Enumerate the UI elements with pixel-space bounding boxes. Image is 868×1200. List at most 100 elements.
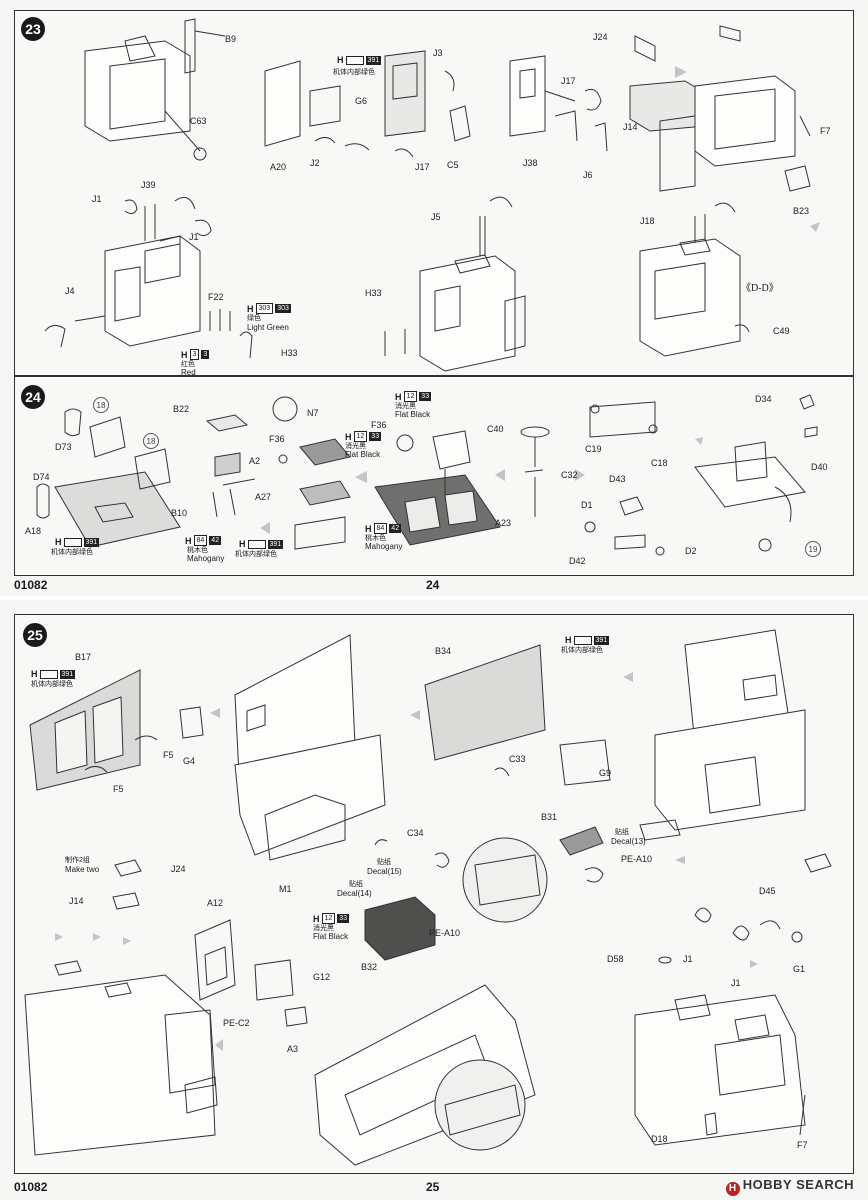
decal-14-cn: 贴纸 — [349, 881, 363, 888]
part-label-j1-b: J1 — [731, 978, 741, 988]
part-label-d42: D42 — [569, 556, 586, 566]
paint-note-mahogany-1-en: Mahogany — [187, 554, 225, 563]
step-24-panel: 24 — [14, 376, 854, 576]
part-label-f36-a: F36 — [371, 420, 387, 430]
part-label-b32: B32 — [361, 962, 378, 972]
paint-note-green-cn: 绿色 — [247, 315, 261, 322]
part-label-m1: M1 — [279, 884, 292, 894]
part-label-b22: B22 — [173, 404, 190, 414]
part-label-g4: G4 — [183, 756, 196, 766]
paint-note-green-en: Light Green — [247, 323, 289, 332]
ref-circle-19: 19 — [805, 541, 821, 557]
paint-note-flat-black-2-en: Flat Black — [395, 410, 431, 419]
part-label-j14: J14 — [69, 896, 84, 906]
part-label-j17-a: J17 — [415, 162, 430, 172]
part-label-h33-b: H33 — [365, 288, 382, 298]
decal-13-en: Decal(13) — [611, 837, 646, 846]
page-number-24: 24 — [426, 578, 440, 592]
step-number-23: 23 — [21, 17, 45, 41]
part-label-d73: D73 — [55, 442, 72, 452]
part-label-j18: J18 — [640, 216, 655, 226]
part-label-b10: B10 — [171, 508, 188, 518]
part-label-f36-b: F36 — [269, 434, 285, 444]
part-label-a18: A18 — [25, 526, 42, 536]
decal-14-en: Decal(14) — [337, 889, 372, 898]
part-label-pe-a10-a: PE-A10 — [621, 854, 653, 864]
paint-note-g6: 机体内部绿色 — [333, 69, 375, 76]
paint-note-mahogany-2-en: Mahogany — [365, 542, 403, 551]
step-25-drawings — [24, 629, 832, 1166]
paint-note-mahogany-2-cn: 桃木色 — [365, 535, 386, 542]
part-label-b17: B17 — [75, 652, 92, 662]
part-label-a3: A3 — [287, 1044, 299, 1054]
part-label-j1-a: J1 — [683, 954, 693, 964]
part-label-a23: A23 — [495, 518, 512, 528]
part-label-j4: J4 — [65, 286, 75, 296]
part-label-j1-b: J1 — [189, 232, 199, 242]
part-label-d40: D40 — [811, 462, 828, 472]
part-label-j6: J6 — [583, 170, 593, 180]
part-label-j1-a: J1 — [92, 194, 102, 204]
step-number-25: 25 — [23, 623, 47, 647]
step-23-panel: 23 — [14, 10, 854, 377]
part-label-c32: C32 — [561, 470, 578, 480]
part-label-b23: B23 — [793, 206, 810, 216]
paint-note-b10: 机体内部绿色 — [235, 551, 277, 558]
paint-note-flat-black-1-cn: 消光黑 — [345, 443, 366, 450]
part-label-f7: F7 — [797, 1140, 808, 1150]
part-label-f5-a: F5 — [163, 750, 174, 760]
paint-note-a18: 机体内部绿色 — [51, 549, 93, 556]
part-label-j39: J39 — [141, 180, 156, 190]
part-label-j38: J38 — [523, 158, 538, 168]
part-label-g9: G9 — [599, 768, 612, 778]
make-two-note-cn: 制作2组 — [65, 857, 90, 864]
part-label-pe-c2: PE-C2 — [223, 1018, 250, 1028]
part-label-g12: G12 — [313, 972, 331, 982]
part-label-a27: A27 — [255, 492, 272, 502]
paint-note-b32-en: Flat Black — [313, 932, 349, 941]
part-label-c5: C5 — [447, 160, 459, 170]
part-label-c33: C33 — [509, 754, 526, 764]
part-label-d18: D18 — [651, 1134, 668, 1144]
part-label-b9: B9 — [225, 34, 237, 44]
page-number-25: 25 — [426, 1180, 440, 1194]
part-label-h33-a: H33 — [281, 348, 298, 358]
instruction-page-25: 25 — [0, 600, 868, 1200]
step-25-panel: 25 — [14, 614, 854, 1174]
paint-note-flat-black-2-cn: 消光黑 — [395, 403, 416, 410]
ref-circle-18-a: 18 — [93, 397, 109, 413]
step-23-drawings — [44, 18, 820, 372]
part-label-d43: D43 — [609, 474, 626, 484]
part-label-f22: F22 — [208, 292, 224, 302]
part-label-f7: F7 — [820, 126, 831, 136]
step-24-drawings — [36, 394, 818, 556]
part-label-c49: C49 — [773, 326, 790, 336]
part-label-pe-a10-b: PE-A10 — [429, 928, 461, 938]
doc-code-bottom: 01082 — [14, 1180, 48, 1194]
part-label-j5: J5 — [431, 212, 441, 222]
paint-note-flat-black-1-en: Flat Black — [345, 450, 381, 459]
paint-note-red-en: Red — [181, 368, 196, 377]
part-label-j24: J24 — [171, 864, 186, 874]
view-label-dd: 《D-D》 — [741, 283, 779, 294]
make-two-note-en: Make two — [65, 865, 100, 874]
watermark-logo-icon: H — [725, 1182, 740, 1196]
paint-note-b34: 机体内部绿色 — [561, 647, 603, 654]
ref-circle-18-b: 18 — [143, 433, 159, 449]
part-label-a12: A12 — [207, 898, 224, 908]
part-label-c18: C18 — [651, 458, 668, 468]
part-label-b34: B34 — [435, 646, 452, 656]
part-label-j2: J2 — [310, 158, 320, 168]
paint-note-mahogany-1-cn: 桃木色 — [187, 547, 208, 554]
part-label-c40: C40 — [487, 424, 504, 434]
instruction-page-24: 23 — [0, 0, 868, 596]
